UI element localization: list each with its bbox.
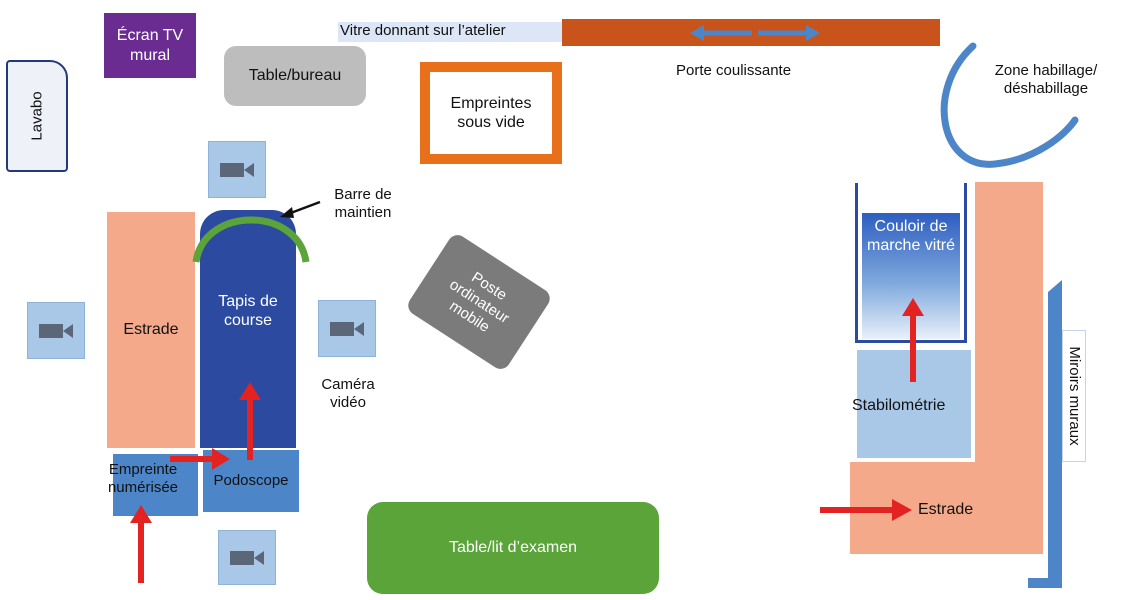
- video-camera-top: [208, 141, 266, 198]
- desk-table: Table/bureau: [224, 46, 366, 106]
- pointer-arrow-icon: [280, 200, 321, 218]
- double-arrow-icon: [690, 24, 820, 42]
- examination-table-label: Table/lit d’examen: [448, 539, 578, 557]
- red-arrow-icon: [820, 499, 912, 521]
- sliding-door-label: Porte coulissante: [676, 62, 792, 79]
- desk-table-label: Table/bureau: [248, 67, 342, 85]
- video-camera-icon: [220, 162, 254, 177]
- wall-mirrors-label: Miroirs muraux: [1066, 346, 1083, 446]
- video-camera-icon: [230, 550, 264, 565]
- platform-left-label: Estrade: [123, 321, 179, 339]
- stabilometry-label: Stabilométrie: [852, 397, 946, 414]
- handrail-arc: [192, 216, 310, 263]
- platform-right-label: Estrade: [918, 501, 974, 518]
- wall-mirrors-panel: Miroirs muraux: [1062, 330, 1086, 462]
- workshop-window-label: Vitre donnant sur l’atelier: [340, 22, 506, 39]
- video-camera-icon: [39, 323, 73, 338]
- video-camera-bottom: [218, 530, 276, 585]
- sink-label: Lavabo: [28, 91, 46, 141]
- red-arrow-icon: [902, 298, 924, 382]
- vacuum-imprints: Empreintes sous vide: [420, 62, 562, 164]
- video-camera-right: [318, 300, 376, 357]
- podoscope-label: Podoscope: [213, 472, 289, 489]
- video-camera-icon: [330, 321, 364, 336]
- digital-imprint-label: Empreinte numérisée: [107, 461, 179, 496]
- glass-walkway-label: Couloir de marche vitré: [866, 218, 956, 255]
- digital-imprint-pad: [113, 454, 198, 516]
- wall-mirrors: [1028, 280, 1062, 588]
- red-arrow-icon: [130, 505, 152, 583]
- vacuum-imprints-label: Empreintes sous vide: [450, 94, 532, 131]
- mobile-computer-station: Poste ordinateur mobile: [404, 231, 554, 373]
- platform-left: Estrade: [107, 212, 195, 448]
- treadmill-label: Tapis de course: [218, 292, 278, 329]
- video-camera-left: [27, 302, 85, 359]
- workshop-window: [338, 22, 562, 42]
- video-camera-label: Caméra vidéo: [321, 376, 375, 411]
- mobile-computer-label: Poste ordinateur mobile: [446, 268, 513, 336]
- dressing-zone-arc: [940, 42, 1079, 168]
- red-arrow-icon: [239, 382, 261, 460]
- examination-table: Table/lit d’examen: [367, 502, 659, 594]
- tv-screen-label: Écran TV mural: [116, 27, 184, 64]
- sink: Lavabo: [6, 60, 68, 172]
- handrail-label: Barre de maintien: [334, 186, 392, 221]
- tv-screen: Écran TV mural: [104, 13, 196, 78]
- red-arrow-icon: [170, 448, 230, 470]
- dressing-zone-label: Zone habillage/ déshabillage: [994, 62, 1098, 97]
